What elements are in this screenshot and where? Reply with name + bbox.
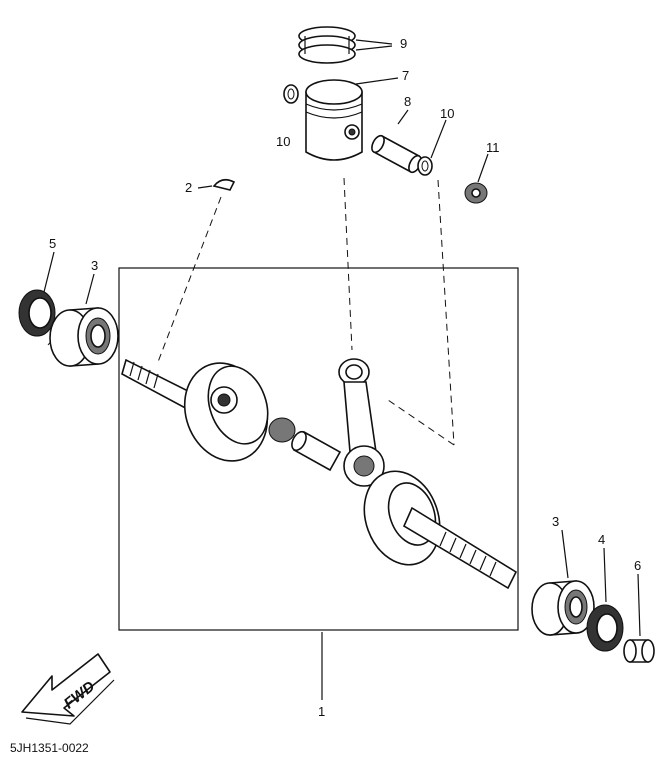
callout-4: 4 (598, 532, 605, 547)
arrow-down-left-icon: FWD (21, 653, 115, 725)
leader-lines (43, 39, 641, 700)
callout-labels: 1 2 3 3 4 5 6 7 8 9 10 10 11 (49, 36, 641, 719)
callout-2: 2 (185, 180, 192, 195)
piston-pin-clip-part-10-right (417, 156, 433, 176)
oil-seal-part-4 (586, 604, 624, 652)
crankshaft-right-half (363, 470, 518, 590)
callout-10-right: 10 (440, 106, 454, 121)
callout-8: 8 (404, 94, 411, 109)
piston-pin-clip-part-10-left (283, 84, 299, 104)
callout-11: 11 (486, 140, 500, 155)
needle-bearing-part-11 (464, 182, 488, 204)
callout-1: 1 (318, 704, 325, 719)
diagram-code: 5JH1351-0022 (10, 741, 89, 755)
crankshaft-assembly-box (118, 267, 519, 631)
callout-7: 7 (402, 68, 409, 83)
collar-part-6 (623, 639, 655, 663)
callout-3-left: 3 (91, 258, 98, 273)
connecting-rod (338, 358, 385, 487)
crank-pin-and-bearing (268, 417, 342, 472)
callout-5: 5 (49, 236, 56, 251)
callout-6: 6 (634, 558, 641, 573)
crankshaft-left-half (121, 358, 269, 462)
callout-3-right: 3 (552, 514, 559, 529)
piston-rings-part-9 (298, 26, 356, 64)
callout-9: 9 (400, 36, 407, 51)
callout-10-left: 10 (276, 134, 290, 149)
oil-seal-part-5 (18, 289, 56, 337)
piston-part-7 (305, 79, 363, 161)
bearing-part-3-right (531, 580, 595, 636)
woodruff-key-part-2 (212, 178, 236, 191)
piston-pin-part-8 (371, 134, 422, 174)
bearing-part-3-left (49, 307, 119, 367)
